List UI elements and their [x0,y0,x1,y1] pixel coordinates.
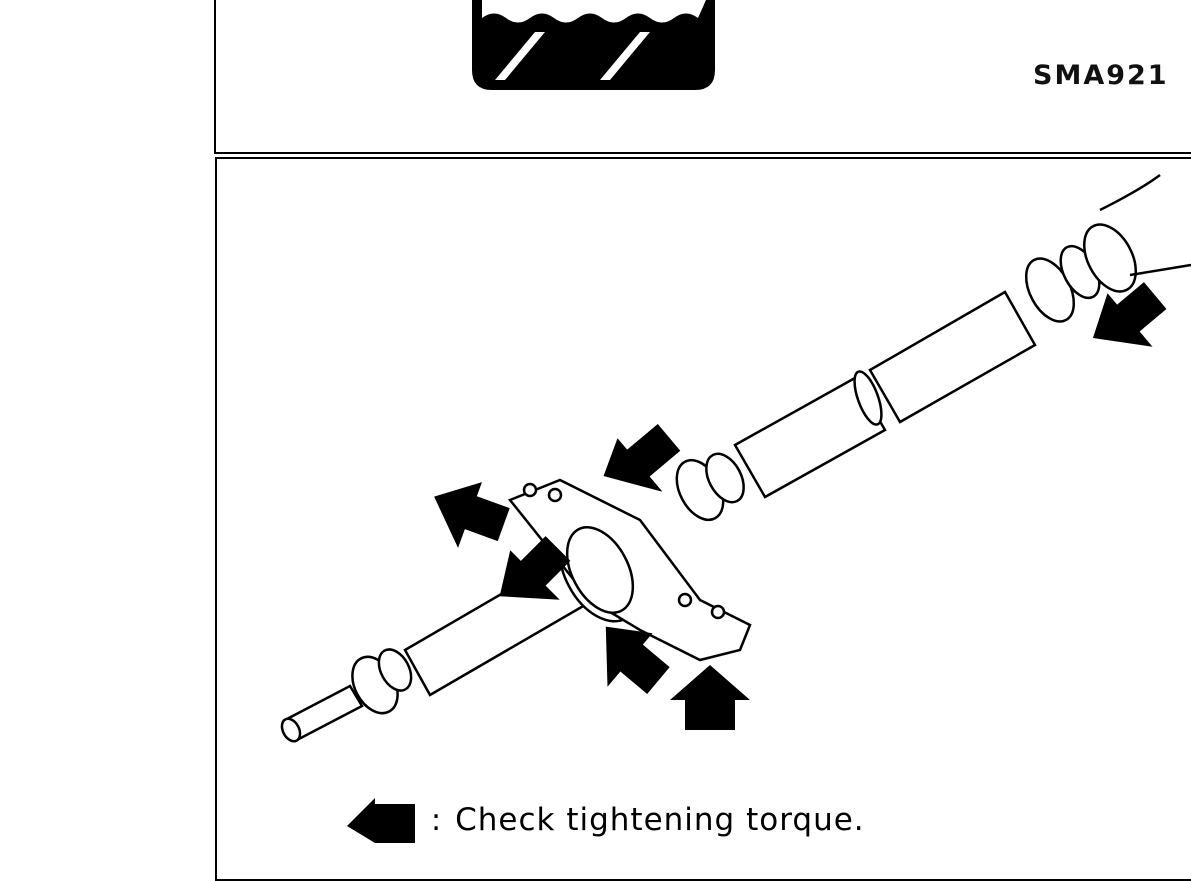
liquid-container-icon [472,0,715,90]
arrow-icon [499,536,571,600]
propeller-shaft-illustration [280,173,1191,743]
arrow-icon [670,665,750,730]
legend-text: Check tightening torque. [455,802,865,838]
arrow-icon [434,482,510,548]
arrow-icon [1092,282,1167,347]
legend: : Check tightening torque. [345,797,865,843]
arrow-left-icon [347,797,415,843]
propeller-shaft [280,173,1191,743]
legend-separator: : [431,802,442,838]
arrow-icon [605,626,670,694]
arrow-icon [603,423,681,492]
figure-code: SMA921 [1033,60,1169,91]
